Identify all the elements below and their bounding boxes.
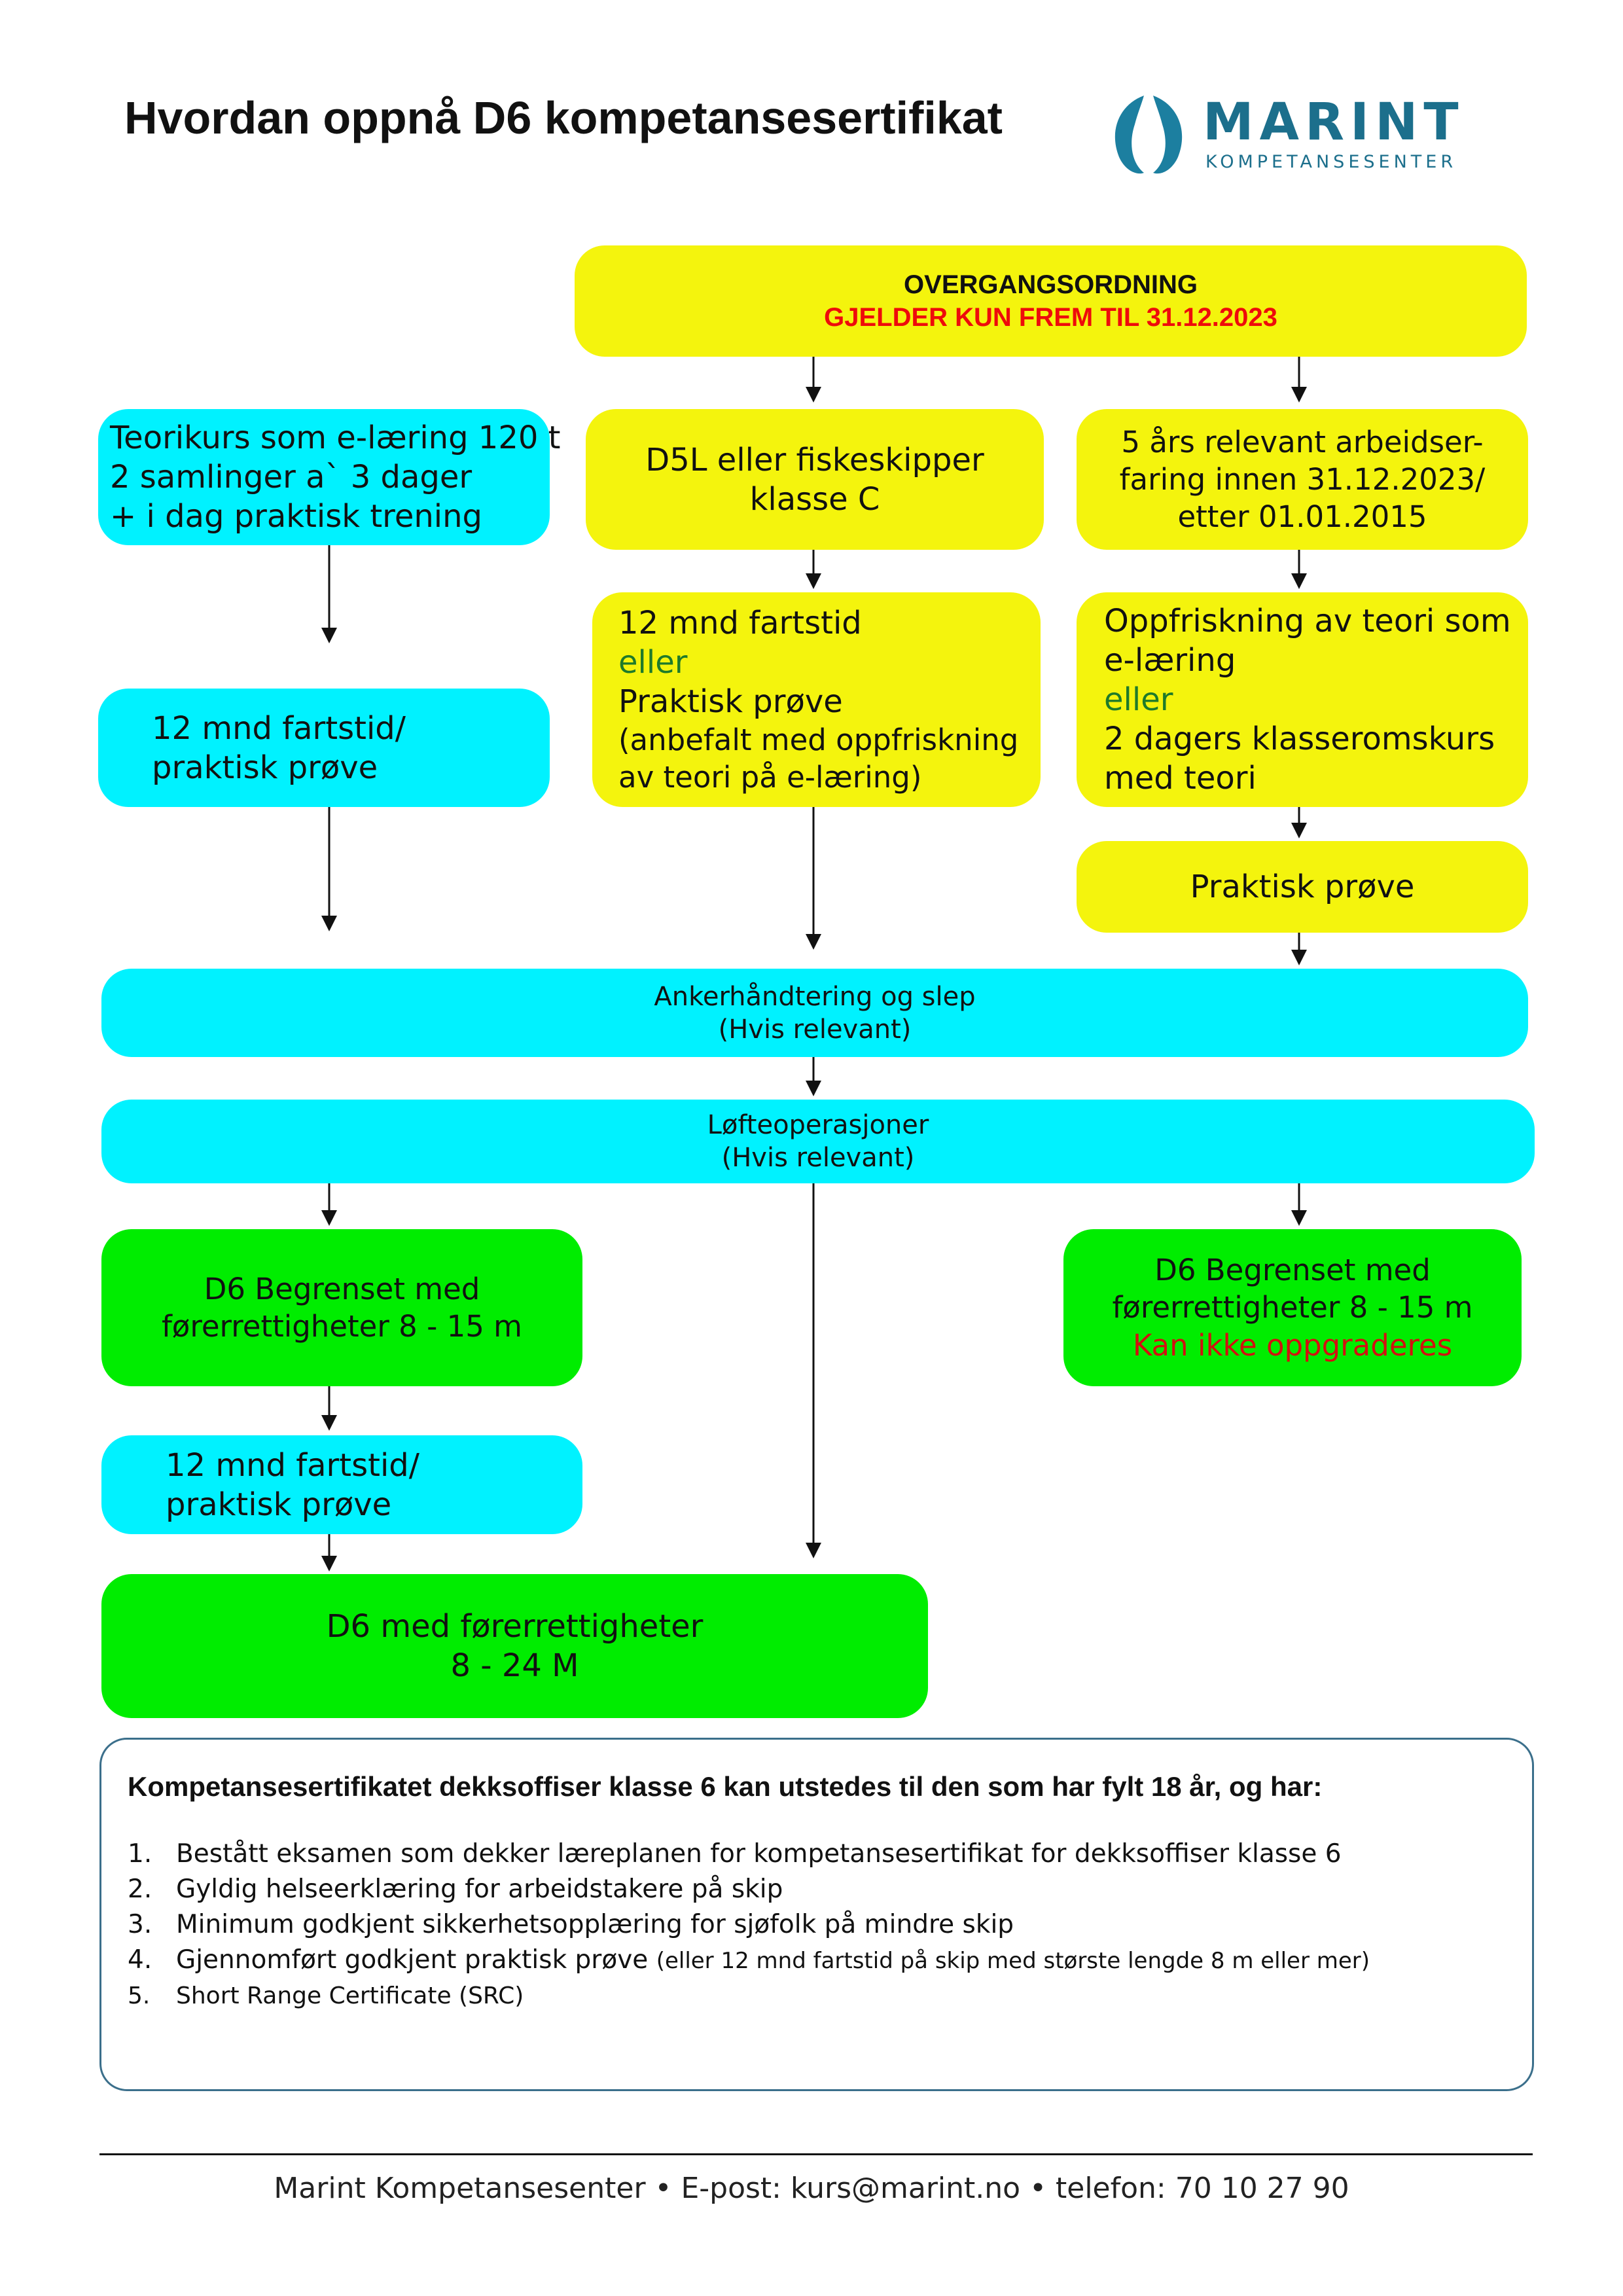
- box-d6-begrenset-left: D6 Begrenset med førerrettigheter 8 - 15…: [101, 1229, 582, 1386]
- fartstid-mid-or: eller: [618, 643, 688, 681]
- overgang-deadline: GJELDER KUN FREM TIL 31.12.2023: [824, 303, 1277, 332]
- footer-contact: Marint Kompetansesenter • E-post: kurs@m…: [274, 2172, 1349, 2205]
- d5l-line-1: D5L eller fiskeskipper: [645, 441, 984, 478]
- requirement-item: 3. Minimum godkjent sikkerhetsopplæring f…: [128, 1907, 1532, 1943]
- arbeid-line-2: faring innen 31.12.2023/: [1119, 461, 1486, 497]
- anker-line-1: Ankerhåndtering og slep: [654, 981, 976, 1012]
- d6-left-line-1: D6 Begrenset med: [204, 1271, 480, 1306]
- requirement-number: 1.: [128, 1839, 152, 1869]
- requirements-box: Kompetansesertifikatet dekksoffiser klas…: [99, 1738, 1534, 2091]
- footer-divider: [99, 2153, 1533, 2155]
- teorikurs-line-2: 2 samlinger a` 3 dager: [110, 459, 473, 495]
- d6-full-line-2: 8 - 24 M: [450, 1647, 579, 1684]
- logo-subtitle-text: KOMPETANSESENTER: [1205, 152, 1457, 172]
- requirement-item: 2. Gyldig helseerklæring for arbeidstaker…: [128, 1872, 1532, 1907]
- teorikurs-line-3: + i dag praktisk trening: [110, 498, 482, 535]
- requirement-text: Short Range Certificate (SRC): [176, 1982, 524, 2009]
- marint-logo-icon: [1115, 96, 1183, 174]
- requirement-number: 2.: [128, 1874, 152, 1904]
- requirement-text: Bestått eksamen som dekker læreplanen fo…: [176, 1839, 1342, 1869]
- box-fartstid-mid: 12 mnd fartstid eller Praktisk prøve (an…: [592, 592, 1041, 807]
- oppfriskning-line-3: 2 dagers klasseromskurs: [1104, 721, 1495, 757]
- requirement-item: 5. Short Range Certificate (SRC): [128, 1979, 1532, 2014]
- d6-right-line-1: D6 Begrenset med: [1154, 1253, 1431, 1288]
- oppfriskning-or: eller: [1104, 681, 1173, 718]
- box-d5l: D5L eller fiskeskipper klasse C: [586, 409, 1044, 550]
- box-oppfriskning: Oppfriskning av teori som e-læring eller…: [1077, 592, 1528, 807]
- requirements-list: 1. Bestått eksamen som dekker læreplanen …: [128, 1837, 1532, 2014]
- box-d6-full: D6 med førerrettigheter 8 - 24 M: [101, 1574, 928, 1718]
- requirement-number: 3.: [128, 1910, 152, 1939]
- box-fartstid-left: 12 mnd fartstid/ praktisk prøve: [98, 689, 550, 807]
- fartstid-bottom-line-2: praktisk prøve: [166, 1486, 392, 1523]
- fartstid-left-line-2: praktisk prøve: [152, 749, 378, 786]
- arbeid-line-3: etter 01.01.2015: [1177, 499, 1427, 535]
- fartstid-mid-line-3: (anbefalt med oppfriskning: [618, 722, 1019, 757]
- lofte-line-1: Løfteoperasjoner: [707, 1110, 929, 1140]
- requirement-note: (eller 12 mnd fartstid på skip med størs…: [656, 1948, 1370, 1974]
- requirement-text: Gjennomført godkjent praktisk prøve: [176, 1945, 649, 1975]
- overgang-title: OVERGANGSORDNING: [904, 270, 1198, 299]
- requirements-heading: Kompetansesertifikatet dekksoffiser klas…: [128, 1771, 1323, 1802]
- logo-brand-text: MARINT: [1203, 93, 1465, 152]
- d5l-line-2: klasse C: [749, 480, 880, 518]
- d6-right-note: Kan ikke oppgraderes: [1132, 1327, 1453, 1363]
- d6-left-line-2: førerrettigheter 8 - 15 m: [161, 1309, 523, 1344]
- fartstid-mid-line-4: av teori på e-læring): [618, 760, 922, 795]
- box-arbeidserfaring: 5 års relevant arbeidser- faring innen 3…: [1077, 409, 1528, 550]
- box-teorikurs: Teorikurs som e-læring 120 t 2 samlinger…: [98, 409, 561, 545]
- oppfriskning-line-1: Oppfriskning av teori som: [1104, 603, 1511, 639]
- requirement-text: Minimum godkjent sikkerhetsopplæring for…: [176, 1910, 1014, 1939]
- d6-right-line-2: førerrettigheter 8 - 15 m: [1112, 1290, 1473, 1325]
- requirement-item: 4. Gjennomført godkjent praktisk prøve (e…: [128, 1943, 1532, 1979]
- requirement-text: Gyldig helseerklæring for arbeidstakere …: [176, 1874, 783, 1904]
- oppfriskning-line-2: e-læring: [1104, 642, 1236, 679]
- box-praktisk-prove: Praktisk prøve: [1077, 841, 1528, 933]
- fartstid-mid-line-2: Praktisk prøve: [618, 683, 843, 720]
- box-fartstid-bottom: 12 mnd fartstid/ praktisk prøve: [101, 1435, 582, 1534]
- requirement-number: 5.: [128, 1982, 151, 2009]
- requirement-item: 1. Bestått eksamen som dekker læreplanen …: [128, 1837, 1532, 1872]
- d6-full-line-1: D6 med førerrettigheter: [326, 1608, 704, 1645]
- fartstid-left-line-1: 12 mnd fartstid/: [152, 709, 406, 747]
- box-lofteoperasjoner: Løfteoperasjoner (Hvis relevant): [101, 1100, 1535, 1183]
- oppfriskning-line-4: med teori: [1104, 760, 1257, 797]
- arbeid-line-1: 5 års relevant arbeidser-: [1121, 424, 1484, 459]
- fartstid-bottom-line-1: 12 mnd fartstid/: [166, 1446, 419, 1484]
- lofte-line-2: (Hvis relevant): [721, 1143, 915, 1173]
- page-title: Hvordan oppnå D6 kompetansesertifikat: [124, 92, 1003, 143]
- requirement-number: 4.: [128, 1945, 152, 1975]
- anker-line-2: (Hvis relevant): [718, 1014, 912, 1045]
- box-ankerhandtering: Ankerhåndtering og slep (Hvis relevant): [101, 969, 1528, 1057]
- praktisk-label: Praktisk prøve: [1190, 869, 1415, 905]
- box-d6-begrenset-right: D6 Begrenset med førerrettigheter 8 - 15…: [1063, 1229, 1522, 1386]
- fartstid-mid-line-1: 12 mnd fartstid: [618, 604, 862, 641]
- box-overgangsordning: OVERGANGSORDNING GJELDER KUN FREM TIL 31…: [575, 245, 1527, 357]
- teorikurs-line-1: Teorikurs som e-læring 120 t: [110, 420, 561, 456]
- marint-logo: MARINT KOMPETANSESENTER: [1106, 92, 1472, 177]
